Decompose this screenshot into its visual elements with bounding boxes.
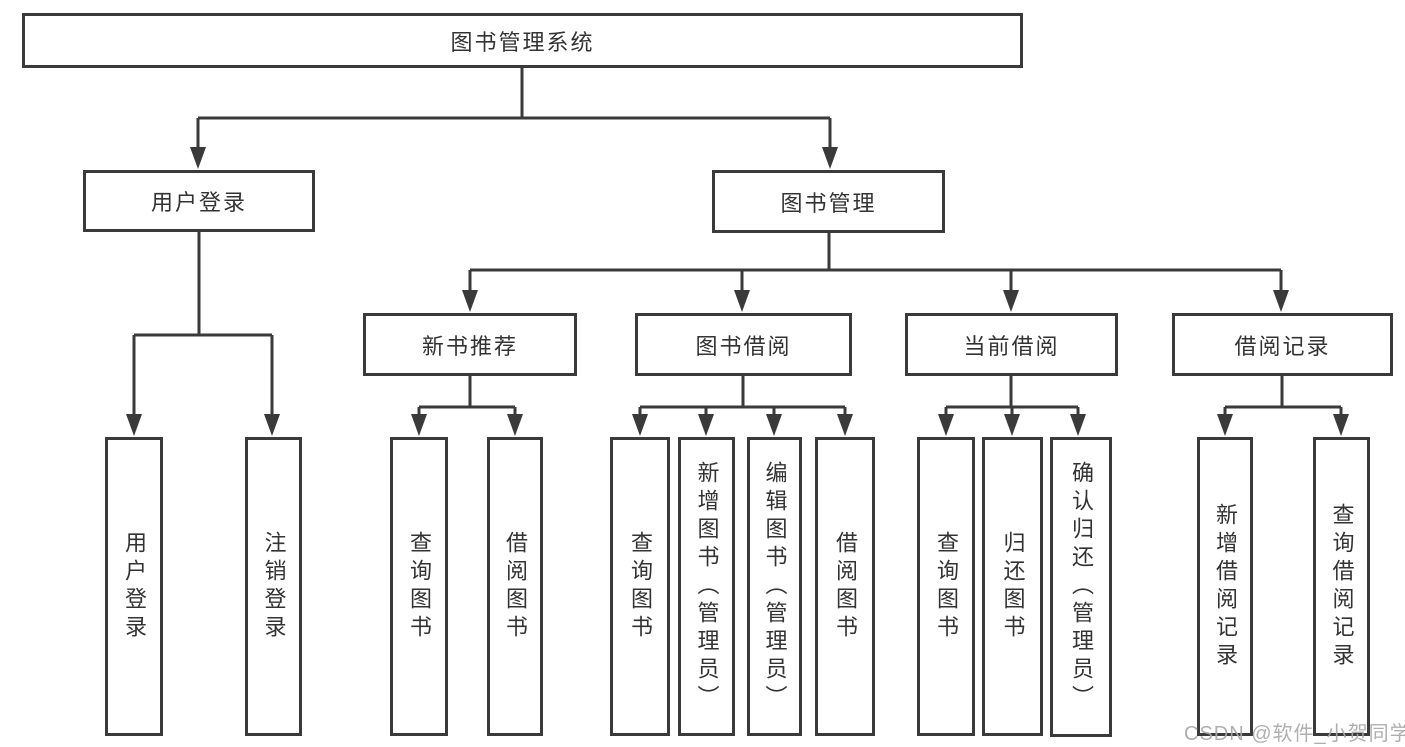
node-label: 注销登录 — [261, 530, 287, 643]
node-label: 用户登录 — [122, 530, 147, 643]
node-label: 借阅图书 — [833, 530, 858, 643]
leaf-query-borrow-record: 查询借阅记录 — [1313, 437, 1370, 736]
node-label: 新书推荐 — [421, 333, 518, 359]
leaf-logout: 注销登录 — [245, 437, 302, 736]
node-label: 新增借阅记录 — [1213, 502, 1238, 671]
node-label: 图书借阅 — [695, 333, 792, 359]
leaf-edit-books-admin: 编辑图书（管理员） — [747, 437, 802, 736]
node-label: 编辑图书（管理员） — [762, 460, 788, 713]
node-label: 用户登录 — [150, 190, 247, 215]
csdn-watermark: CSDN @软件_小贺同学 — [1184, 723, 1405, 745]
node-label: 借阅图书 — [503, 530, 528, 643]
leaf-add-borrow-record: 新增借阅记录 — [1197, 437, 1253, 736]
node-user-login: 用户登录 — [83, 170, 315, 232]
leaf-query-books-recommend: 查询图书 — [390, 437, 448, 736]
node-label: 查询图书 — [934, 530, 959, 643]
leaf-user-login: 用户登录 — [105, 437, 163, 736]
node-label: 确认归还（管理员） — [1069, 461, 1094, 713]
node-label: 图书管理 — [780, 190, 877, 216]
node-label: 查询图书 — [407, 530, 432, 643]
node-label: 当前借阅 — [963, 333, 1060, 359]
leaf-confirm-return-admin: 确认归还（管理员） — [1050, 437, 1112, 737]
node-label: 查询图书 — [628, 530, 653, 643]
node-current-borrow: 当前借阅 — [905, 313, 1118, 376]
node-book-borrow: 图书借阅 — [635, 313, 852, 376]
node-book-management: 图书管理 — [712, 170, 945, 233]
node-new-book-recommend: 新书推荐 — [363, 313, 577, 376]
leaf-add-books-admin: 新增图书（管理员） — [678, 437, 735, 736]
leaf-borrow-books: 借阅图书 — [815, 437, 875, 736]
arrowheads — [126, 147, 1349, 436]
node-label: 借阅记录 — [1234, 333, 1331, 359]
node-library-management-system: 图书管理系统 — [22, 13, 1023, 68]
node-label: 查询借阅记录 — [1329, 502, 1355, 671]
node-label: 归还图书 — [1000, 530, 1026, 643]
leaf-query-books-borrow: 查询图书 — [610, 437, 670, 736]
node-label: 图书管理系统 — [450, 29, 595, 55]
node-label: 新增图书（管理员） — [694, 460, 720, 713]
leaf-return-books: 归还图书 — [982, 437, 1043, 736]
leaf-borrow-books-recommend: 借阅图书 — [487, 437, 543, 736]
leaf-query-books-current: 查询图书 — [917, 437, 975, 736]
node-borrow-records: 借阅记录 — [1172, 313, 1393, 376]
